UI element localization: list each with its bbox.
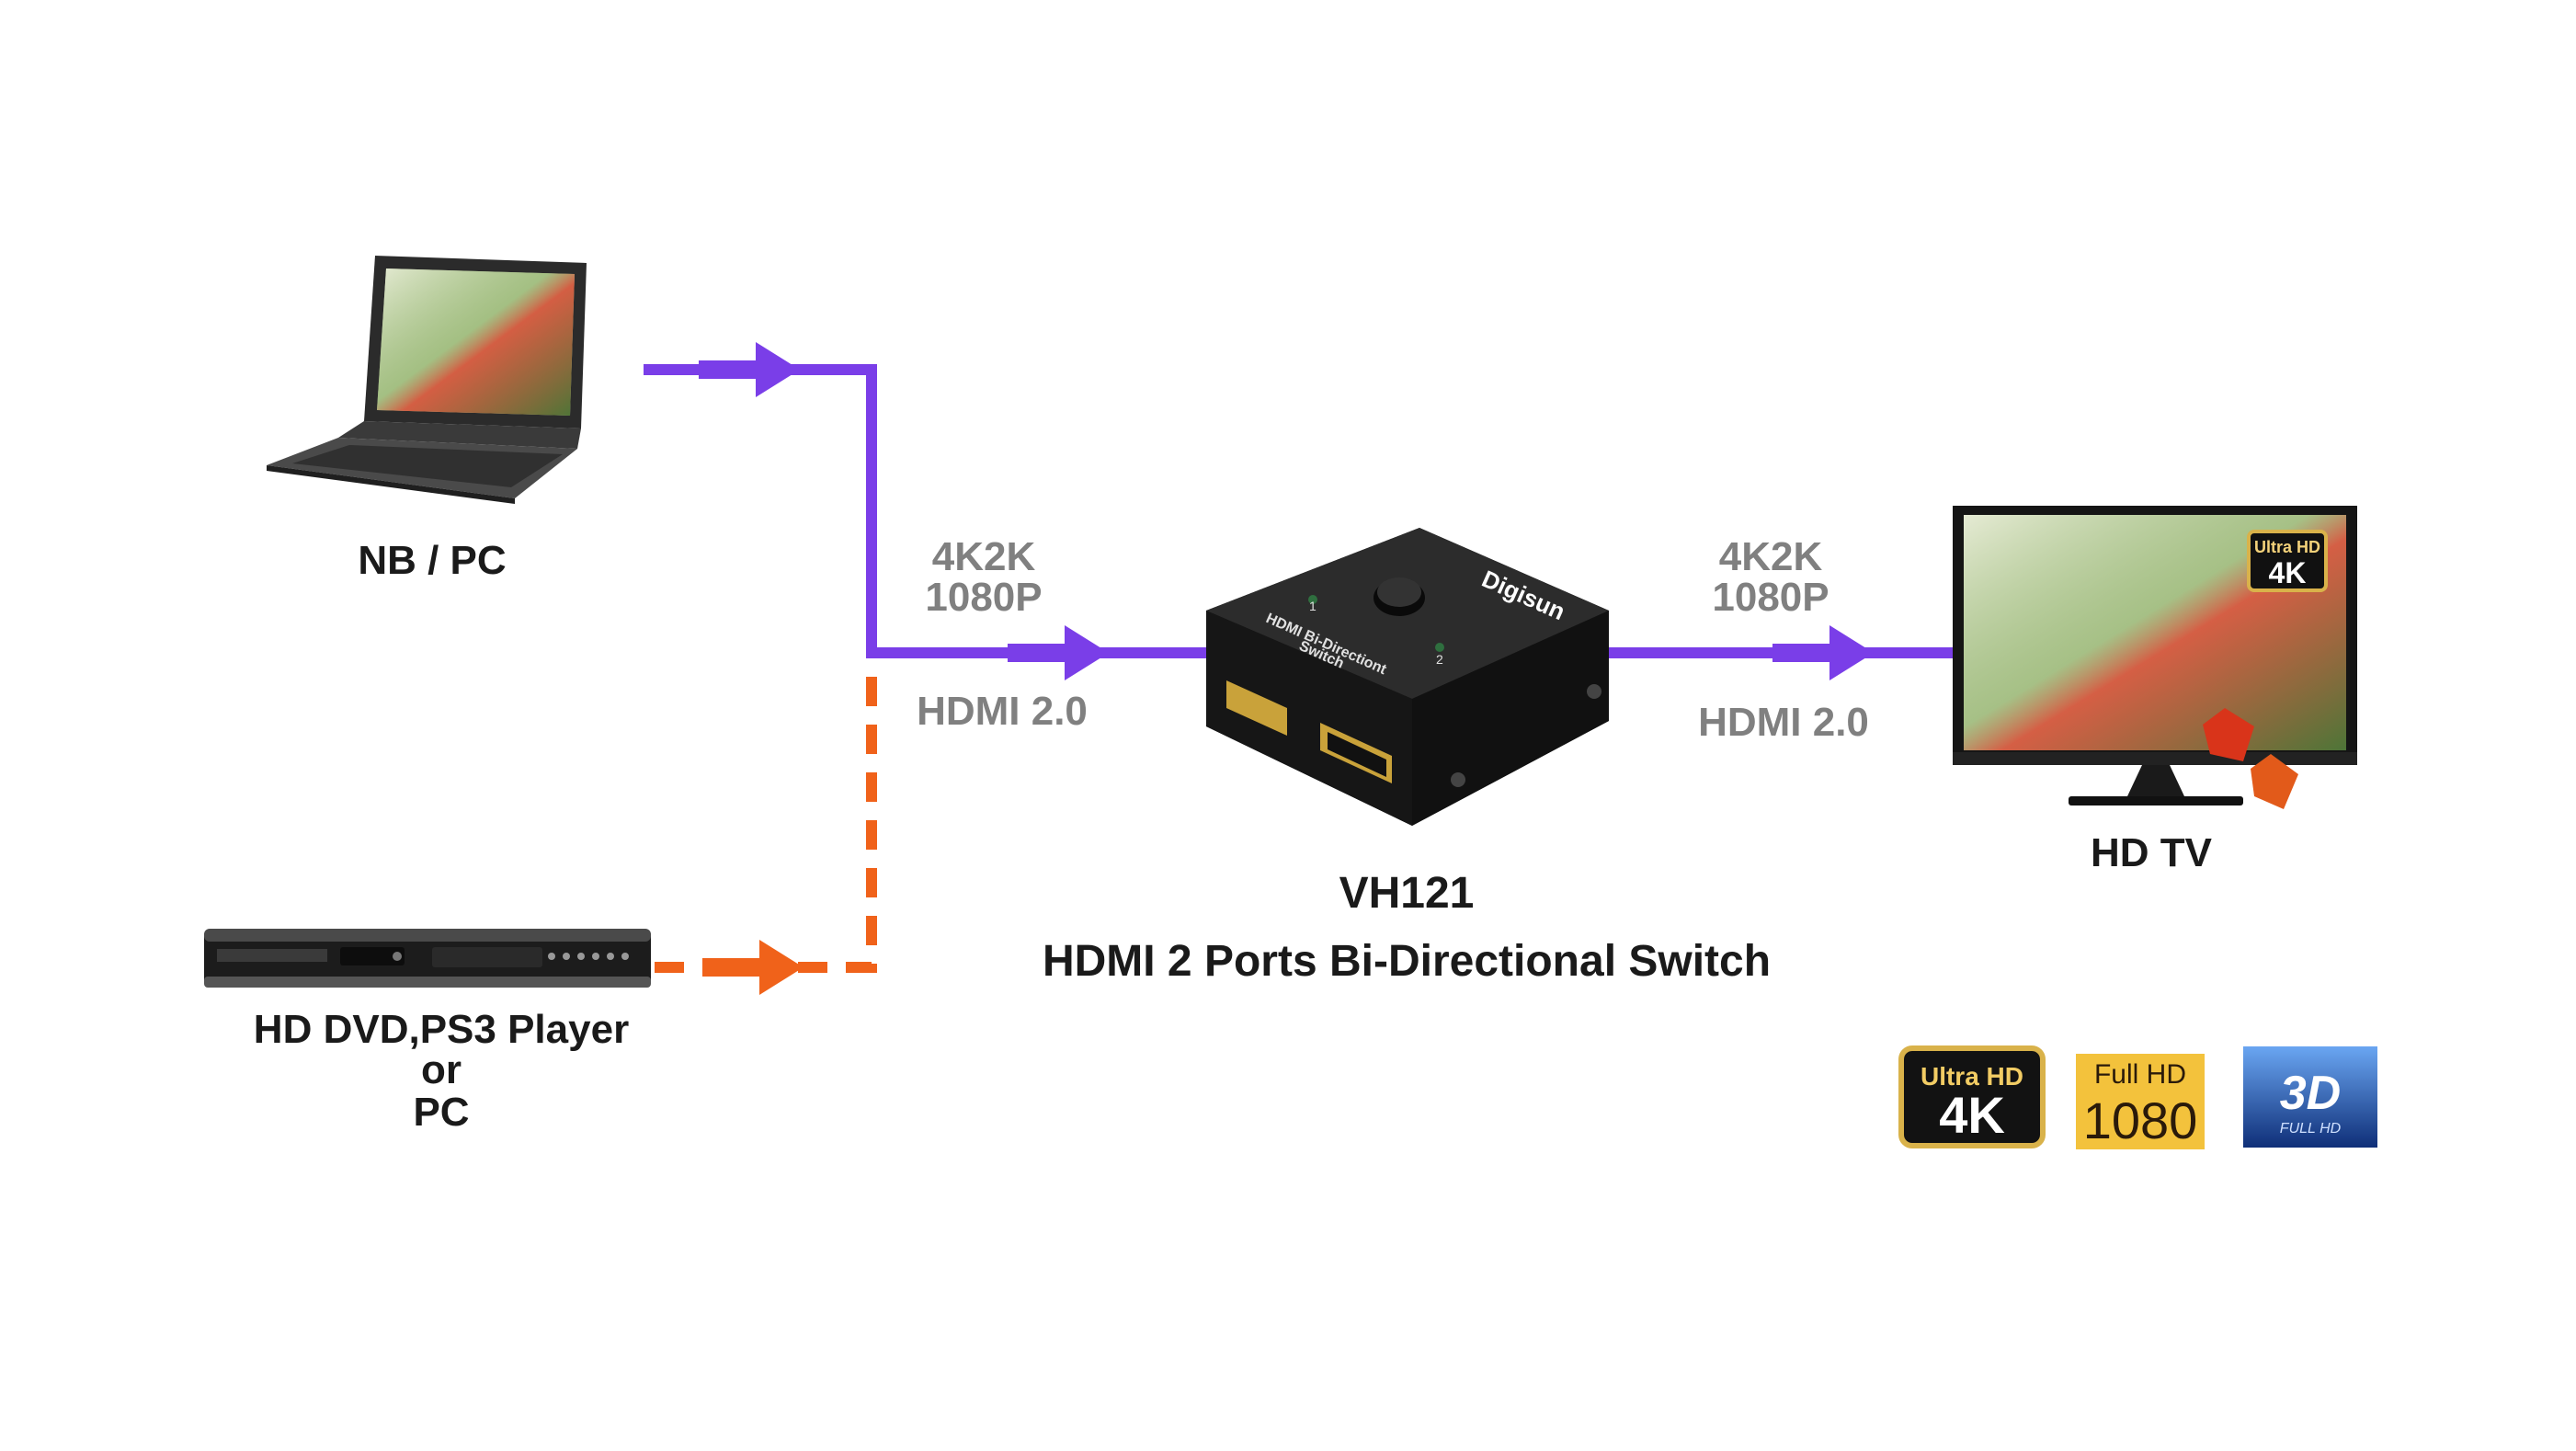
dvd-label-line1: HD DVD,PS3 Player bbox=[253, 1007, 630, 1052]
dvd-label-line2: or bbox=[421, 1047, 462, 1092]
product-model: VH121 bbox=[1339, 869, 1475, 918]
switch-device-icon bbox=[1206, 528, 1609, 826]
tv-label: HD TV bbox=[2091, 830, 2212, 875]
output-resolution1: 4K2K bbox=[1718, 534, 1823, 579]
arrow-icon bbox=[1008, 625, 1109, 680]
input-resolution2: 1080P bbox=[925, 575, 1043, 620]
output-interface: HDMI 2.0 bbox=[1698, 700, 1869, 745]
dvd-label-line3: PC bbox=[413, 1090, 470, 1135]
arrow-icon bbox=[699, 342, 800, 397]
laptop-label: NB / PC bbox=[358, 538, 507, 583]
ultra-hd-4k-badge: Ultra HD 4K bbox=[1898, 1045, 2046, 1148]
laptop-icon bbox=[267, 256, 587, 504]
3d-full-hd-badge: 3D FULL HD bbox=[2243, 1046, 2377, 1148]
product-name: HDMI 2 Ports Bi-Directional Switch bbox=[1042, 937, 1772, 986]
tv-icon: Ultra HD 4K bbox=[1953, 506, 2357, 809]
arrow-icon bbox=[702, 940, 804, 995]
input-resolution1: 4K2K bbox=[931, 534, 1036, 579]
dvd-player-icon bbox=[204, 929, 651, 988]
badge-3d-bottom: FULL HD bbox=[2280, 1121, 2342, 1137]
output-resolution2: 1080P bbox=[1712, 575, 1829, 620]
switch-port2-label: 2 bbox=[1436, 652, 1443, 667]
badge-uhd-bottom: 4K bbox=[1939, 1086, 2005, 1144]
tv-badge-bottom: 4K bbox=[2269, 556, 2307, 589]
switch-port1-label: 1 bbox=[1309, 599, 1316, 613]
arrow-icon bbox=[1772, 625, 1874, 680]
input-interface: HDMI 2.0 bbox=[917, 689, 1088, 734]
full-hd-1080-badge: Full HD 1080 bbox=[2076, 1054, 2205, 1149]
tv-badge-top: Ultra HD bbox=[2254, 538, 2320, 556]
badge-3d-top: 3D bbox=[2280, 1067, 2341, 1120]
input-standby-line bbox=[655, 664, 877, 973]
badge-fullhd-bottom: 1080 bbox=[2083, 1091, 2198, 1149]
badge-uhd-top: Ultra HD bbox=[1921, 1062, 2023, 1091]
badge-fullhd-top: Full HD bbox=[2094, 1059, 2186, 1090]
